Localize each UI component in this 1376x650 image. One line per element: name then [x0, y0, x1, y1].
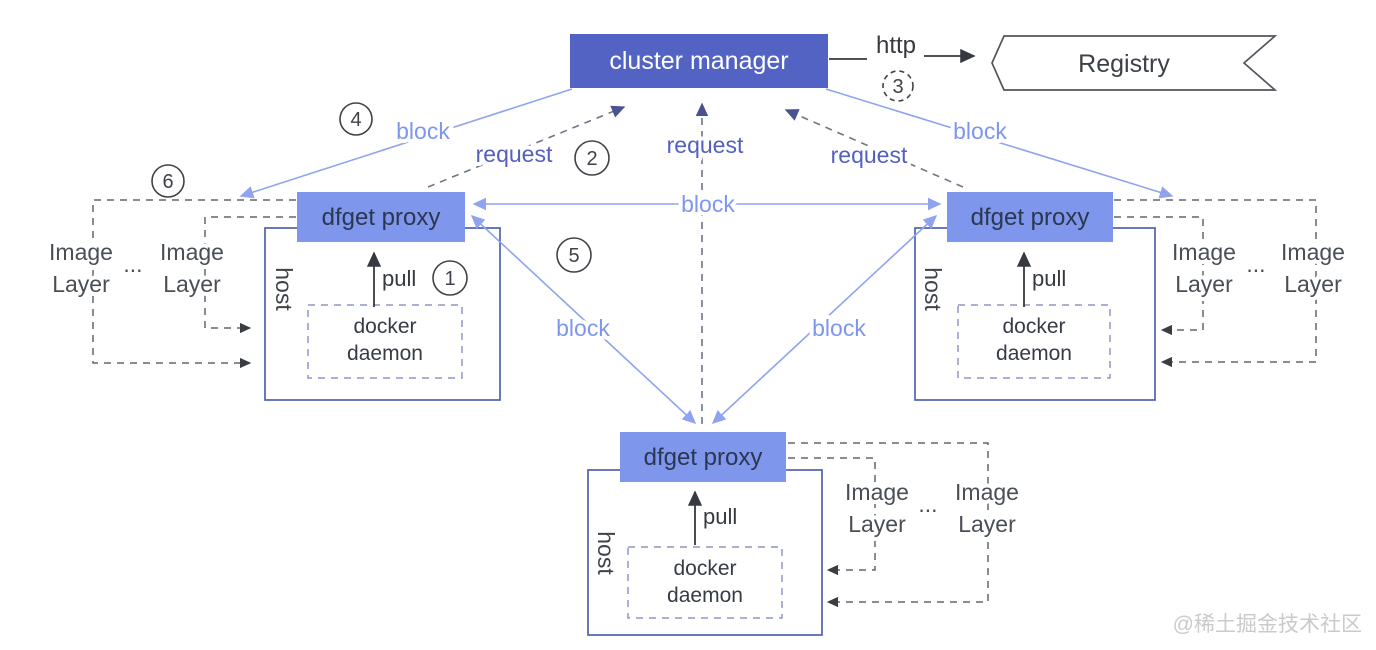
cluster-manager-label: cluster manager	[609, 47, 788, 75]
edge-block-right-bottom	[711, 215, 938, 424]
docker-daemon-left-box	[307, 304, 463, 379]
image-layers-right: Image Layer ... Image Layer	[1114, 199, 1349, 368]
image-layer-left-1-line1: Image	[49, 239, 113, 265]
host-left: host docker daemon pull 1	[264, 227, 501, 401]
pull-label-left: pull	[382, 266, 416, 291]
step-1-badge	[432, 260, 468, 296]
step-5-badge	[556, 237, 592, 273]
dfget-proxy-right-node	[947, 192, 1113, 242]
docker-daemon-bottom-box	[627, 546, 783, 619]
dfget-proxy-bottom-node	[620, 432, 786, 482]
request-label-center: request	[667, 132, 744, 158]
image-layer-bottom-1-line2: Layer	[848, 511, 906, 537]
step-1-number: 1	[444, 268, 455, 290]
image-layer-right-inner-connector	[1114, 216, 1204, 336]
image-layer-right-2-line2: Layer	[1284, 271, 1342, 297]
image-layer-right-ellipsis: ...	[1246, 251, 1265, 277]
step-6-number: 6	[162, 171, 173, 193]
step-2-number: 2	[586, 148, 597, 170]
dfget-proxy-left-node	[297, 192, 465, 242]
host-left-label: host	[271, 267, 297, 311]
docker-daemon-left-line1: docker	[353, 315, 416, 338]
image-layer-bottom-outer-connector	[788, 442, 989, 608]
registry-node	[991, 35, 1278, 91]
block-label-horizontal: block	[681, 191, 735, 217]
host-bottom-box	[587, 469, 823, 636]
http-label: http	[876, 32, 916, 59]
docker-daemon-right-box	[957, 304, 1111, 379]
image-layer-left-2-line1: Image	[160, 239, 224, 265]
step-6-badge	[151, 164, 185, 198]
docker-daemon-right-line2: daemon	[996, 342, 1072, 365]
image-layer-bottom-ellipsis: ...	[918, 491, 937, 517]
block-label-left-bottom: block	[556, 315, 610, 341]
image-layer-right-1-line1: Image	[1172, 239, 1236, 265]
block-label-cm-right: block	[953, 118, 1007, 144]
image-layer-left-1-line2: Layer	[52, 271, 110, 297]
step-2-badge	[574, 140, 610, 176]
host-right-box	[914, 227, 1156, 401]
block-label-cm-left: block	[396, 118, 450, 144]
dfget-proxy-left-label: dfget proxy	[322, 204, 441, 231]
registry-label: Registry	[1078, 50, 1170, 78]
docker-daemon-bottom-line2: daemon	[667, 584, 743, 607]
step-4-number: 4	[350, 109, 361, 131]
image-layers-bottom: Image Layer ... Image Layer	[788, 442, 1023, 608]
host-right-label: host	[920, 267, 946, 311]
image-layer-right-2-line1: Image	[1281, 239, 1345, 265]
image-layer-bottom-inner-connector	[788, 457, 876, 576]
dfget-proxy-right-label: dfget proxy	[971, 204, 1090, 231]
pull-label-right: pull	[1032, 266, 1066, 291]
edge-block-cm-to-left	[239, 88, 573, 199]
edge-block-cm-to-right	[825, 88, 1174, 199]
docker-daemon-right-line1: docker	[1002, 315, 1065, 338]
step-3-badge	[882, 70, 914, 102]
image-layer-left-2-line2: Layer	[163, 271, 221, 297]
step-3-number: 3	[892, 76, 903, 98]
cluster-manager-node	[570, 34, 828, 88]
host-right: host docker daemon pull	[914, 227, 1156, 401]
request-label-left: request	[476, 141, 553, 167]
pull-label-bottom: pull	[703, 504, 737, 529]
image-layer-bottom-2-line2: Layer	[958, 511, 1016, 537]
image-layer-left-inner-connector	[204, 216, 296, 334]
request-label-right: request	[831, 142, 908, 168]
dfget-proxy-bottom-label: dfget proxy	[644, 444, 763, 471]
host-bottom: host docker daemon pull	[587, 469, 823, 636]
edge-request-right-to-cm	[784, 109, 964, 188]
watermark-text: @稀土掘金技术社区	[1173, 613, 1362, 636]
image-layer-right-1-line2: Layer	[1175, 271, 1233, 297]
image-layer-left-outer-connector	[92, 199, 296, 369]
image-layer-bottom-2-line1: Image	[955, 479, 1019, 505]
step-5-number: 5	[568, 245, 579, 267]
host-left-box	[264, 227, 501, 401]
image-layer-bottom-1-line1: Image	[845, 479, 909, 505]
docker-daemon-left-line2: daemon	[347, 342, 423, 365]
edge-block-left-bottom	[470, 215, 697, 424]
block-label-right-bottom: block	[812, 315, 866, 341]
host-bottom-label: host	[593, 531, 619, 575]
edge-request-left-to-cm	[427, 105, 626, 188]
image-layers-left: Image Layer ... Image Layer	[45, 199, 296, 369]
image-layer-left-ellipsis: ...	[123, 251, 142, 277]
step-4-badge	[339, 102, 373, 136]
docker-daemon-bottom-line1: docker	[673, 557, 736, 580]
